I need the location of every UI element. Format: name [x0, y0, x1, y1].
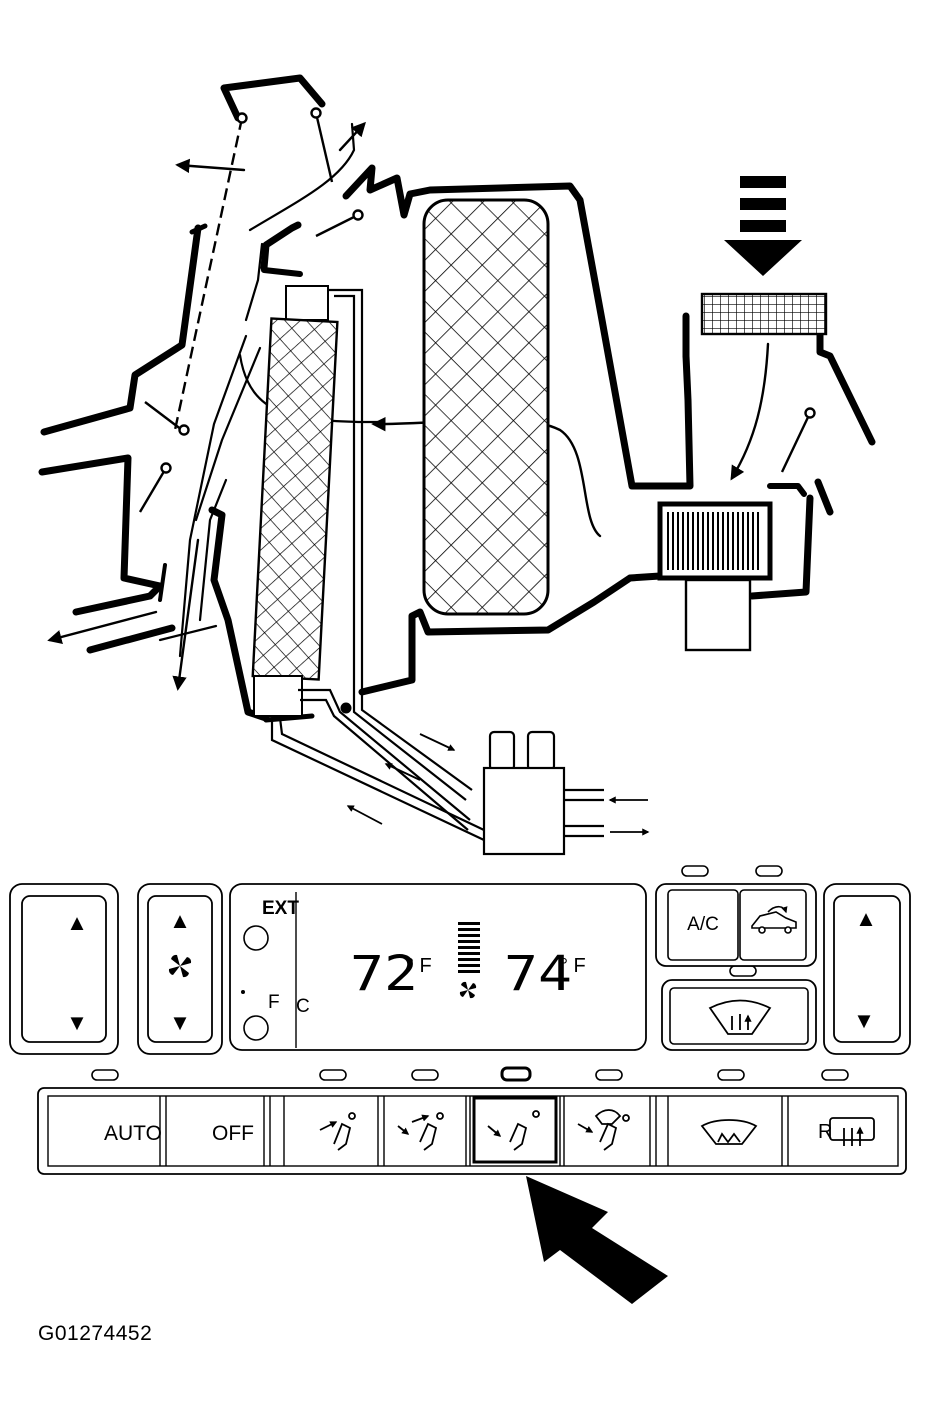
- fresh-air-inlet-arrow: [724, 176, 802, 276]
- unit-c-label: C: [296, 996, 310, 1017]
- floor-defrost-mode-icon: [577, 1109, 630, 1151]
- coolant-flow-arrows: [346, 733, 650, 836]
- defrost-mode-button[interactable]: [700, 1119, 758, 1145]
- floor-defrost-mode-button[interactable]: [577, 1109, 630, 1151]
- rear-defrost-button[interactable]: R: [818, 1117, 875, 1146]
- bilevel-mode-icon: [397, 1112, 444, 1151]
- fan-level-bar: [458, 958, 480, 961]
- recirc-button[interactable]: [739, 889, 807, 961]
- selected-mode-arrow-icon: [526, 1176, 668, 1304]
- fan-icon: [168, 954, 192, 978]
- fan-level-bar: [458, 934, 480, 937]
- mode-doors: [138, 107, 816, 513]
- off-label: OFF: [212, 1122, 254, 1145]
- unit-f-label: F: [268, 992, 280, 1013]
- lcd-display: EXT F C 72 ° F 74 ° F: [229, 883, 647, 1051]
- defrost-mode-icon: [700, 1119, 758, 1145]
- auto-label: AUTO: [104, 1122, 162, 1145]
- driver-temp-unit: ° F: [406, 955, 432, 977]
- rear-defrost-icon: [829, 1117, 875, 1146]
- evaporator-core: [422, 198, 550, 616]
- bilevel-mode-button[interactable]: [397, 1112, 444, 1151]
- driver-temp-readout: 72: [350, 946, 418, 1002]
- unit-indicator: [243, 1015, 269, 1041]
- figure-code: G01274452: [38, 1322, 153, 1345]
- fan-speed-rocker[interactable]: ▲ ▼: [137, 883, 223, 1055]
- floor-mode-icon: [487, 1110, 540, 1151]
- mode-button-row: AUTO OFF: [37, 1087, 907, 1175]
- vent-mode-icon: [319, 1112, 356, 1151]
- fan-level-bars: [458, 922, 480, 973]
- passenger-temp-rocker[interactable]: ▲ ▼: [823, 883, 911, 1055]
- max-defrost-button[interactable]: [661, 979, 817, 1051]
- driver-temp-down-icon[interactable]: ▼: [66, 1010, 88, 1035]
- ac-label: A/C: [687, 914, 719, 935]
- ac-button[interactable]: A/C: [667, 889, 739, 961]
- heater-valve: [482, 730, 604, 856]
- off-button[interactable]: OFF: [212, 1122, 254, 1145]
- driver-temp-rocker[interactable]: ▲ ▼: [9, 883, 119, 1055]
- auto-button[interactable]: AUTO: [104, 1122, 162, 1145]
- passenger-temp-readout: 74: [504, 946, 572, 1002]
- display-fan-icon: [459, 981, 477, 999]
- fan-level-bar: [458, 946, 480, 949]
- driver-temp-up-icon[interactable]: ▲: [66, 910, 88, 935]
- heater-core: [251, 285, 485, 841]
- fan-level-bar: [458, 922, 480, 925]
- ext-indicator: [243, 925, 269, 951]
- vent-mode-button[interactable]: [319, 1112, 356, 1151]
- rear-defrost-letter: R: [818, 1121, 832, 1143]
- fan-level-bar: [458, 928, 480, 931]
- ext-label: EXT: [262, 898, 299, 919]
- windshield-defrost-icon: [708, 999, 772, 1035]
- fan-level-bar: [458, 970, 480, 973]
- passenger-temp-unit: ° F: [560, 955, 586, 977]
- fan-down-icon[interactable]: ▼: [169, 1010, 191, 1035]
- fan-level-bar: [458, 940, 480, 943]
- fan-level-bar: [458, 964, 480, 967]
- blower-fan: [657, 501, 773, 652]
- mode-indicator-leds: [91, 1066, 849, 1082]
- fan-up-icon[interactable]: ▲: [169, 908, 191, 933]
- intake-filter: [700, 292, 828, 336]
- floor-mode-button[interactable]: [472, 1096, 558, 1164]
- passenger-temp-up-icon[interactable]: ▲: [855, 906, 877, 931]
- passenger-temp-down-icon[interactable]: ▼: [853, 1008, 875, 1033]
- car-recirc-icon: [751, 905, 797, 934]
- fan-level-bar: [458, 952, 480, 955]
- ac-recirc-group: A/C: [655, 883, 817, 967]
- airflow-arrows: [47, 121, 770, 691]
